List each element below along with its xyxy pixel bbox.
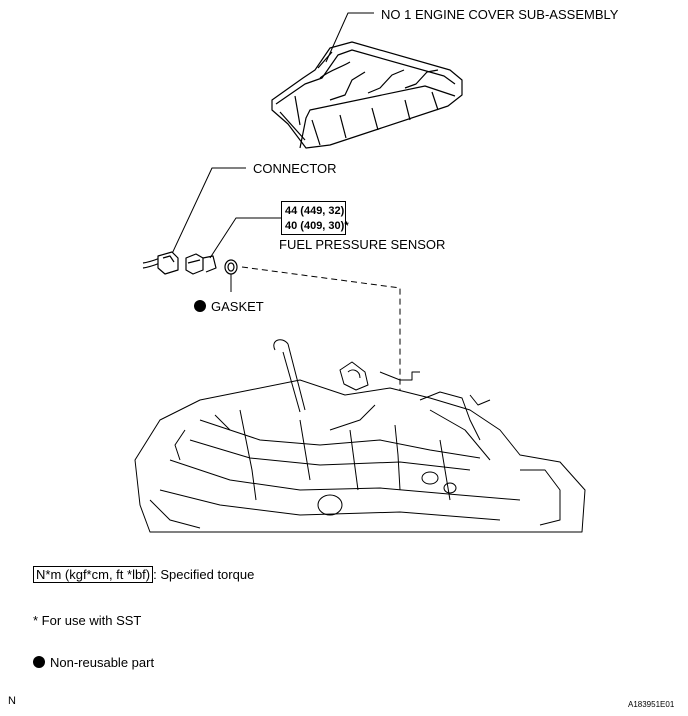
gasket-label: GASKET (194, 299, 264, 314)
sensor-leader (209, 217, 281, 259)
legend-dot-icon (33, 656, 45, 668)
figure-id: A183951E01 (628, 700, 675, 709)
legend-torque-desc: : Specified torque (153, 567, 255, 582)
connector-drawing (142, 251, 179, 275)
engine-assembly-drawing (134, 339, 586, 533)
connector-label: CONNECTOR (253, 161, 337, 176)
footer-left-mark: N (8, 695, 16, 707)
gasket-drawing (224, 259, 238, 275)
legend-torque: N*m (kgf*cm, ft *lbf): Specified torque (33, 566, 255, 583)
legend-nonreusable: Non-reusable part (33, 655, 154, 670)
legend-torque-unit: N*m (kgf*cm, ft *lbf) (33, 566, 154, 583)
connector-leader (169, 167, 246, 259)
torque-value-1: 44 (449, 32) (285, 205, 345, 217)
engine-cover-label: NO 1 ENGINE COVER SUB-ASSEMBLY (381, 7, 619, 22)
torque-spec-box: 44 (449, 32) 40 (409, 30)* (281, 201, 349, 235)
legend-sst-note: * For use with SST (33, 613, 142, 628)
engine-cover-drawing (271, 41, 463, 149)
fuel-pressure-sensor-label: FUEL PRESSURE SENSOR (279, 237, 446, 252)
legend-nonreusable-text: Non-reusable part (50, 655, 155, 670)
installation-dashed-line (241, 266, 401, 420)
torque-value-2: 40 (409, 30)* (285, 220, 349, 232)
engine-cover-leader (325, 12, 374, 63)
sensor-drawing (185, 253, 217, 275)
gasket-label-text: GASKET (211, 299, 264, 314)
non-reusable-dot-icon (194, 300, 206, 312)
